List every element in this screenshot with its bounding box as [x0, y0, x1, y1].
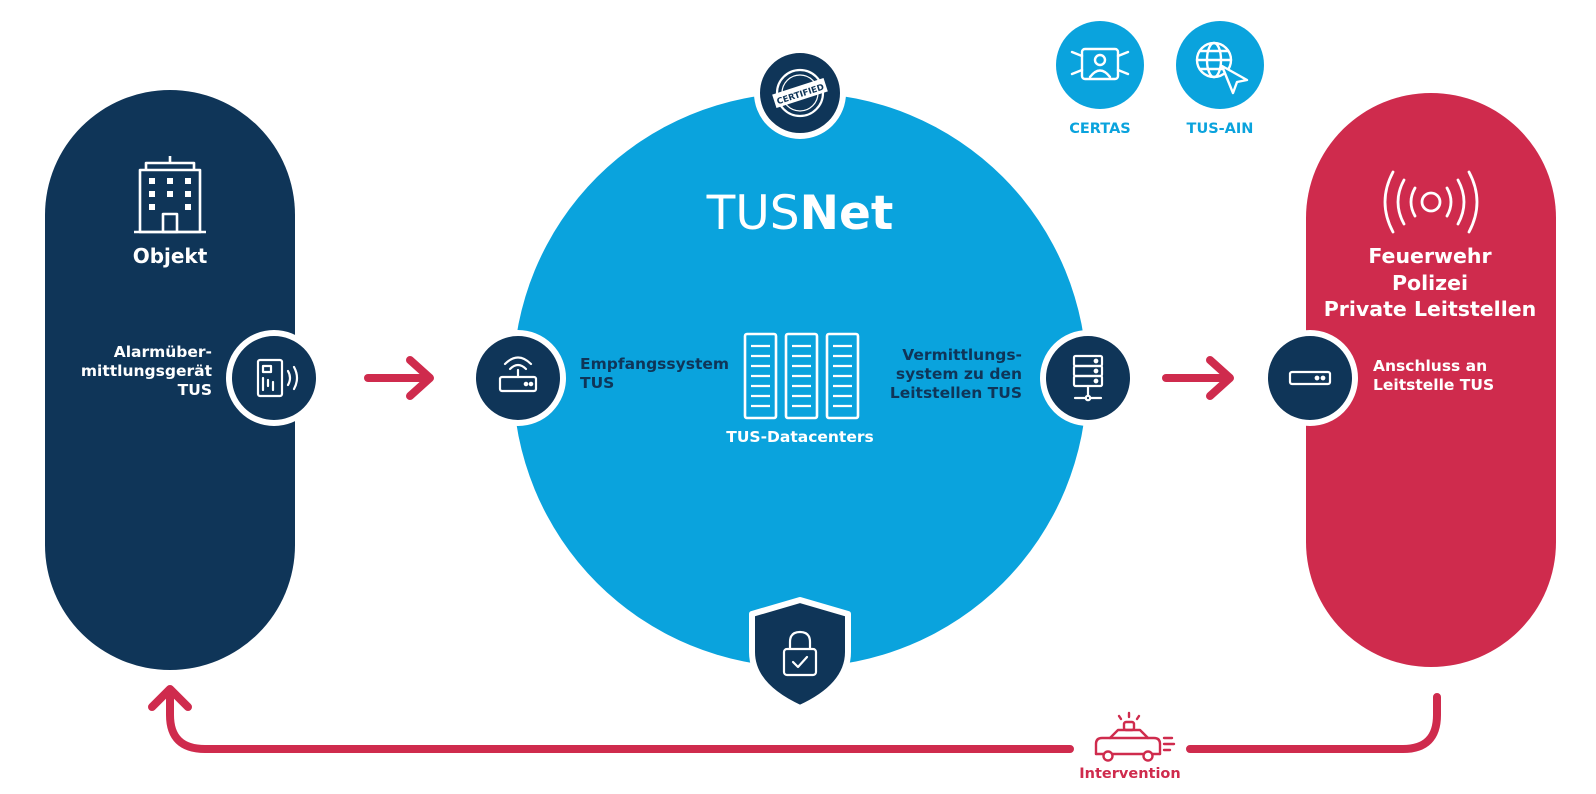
objekt-panel [45, 90, 295, 670]
empfangssystem-label: Empfangssystem TUS [580, 355, 729, 393]
flow-arrow-left [364, 356, 434, 400]
tusnet-circle [513, 93, 1087, 667]
tusnet-title: TUSNet [700, 188, 900, 240]
police-car-icon [1094, 711, 1176, 762]
empfangssystem-label-line: TUS [580, 373, 615, 392]
alarm-device-label: Alarmüber- mittlungsgerät TUS [81, 343, 212, 400]
authority-name: Private Leitstellen [1323, 297, 1537, 322]
connector-device-icon [1288, 370, 1332, 386]
server-icon [1072, 354, 1104, 402]
vermittlungssystem-label-line: Vermittlungs- [902, 346, 1022, 364]
vermittlungssystem-label: Vermittlungs- system zu den Leitstellen … [890, 346, 1022, 403]
certas-label: CERTAS [1069, 121, 1131, 137]
authority-name: Polizei [1391, 270, 1469, 295]
title-part-2: Net [799, 186, 894, 241]
router-icon [498, 356, 538, 393]
vermittlungssystem-node [1040, 330, 1136, 426]
surveillance-icon [1070, 47, 1130, 81]
vermittlungssystem-label-line: Leitstellen TUS [889, 383, 1022, 402]
authorities-label: Feuerwehr Polizei Private Leitstellen [1300, 243, 1560, 323]
objekt-label: Objekt [132, 244, 208, 268]
intervention-label: Intervention [1079, 766, 1181, 782]
title-part-1: TUS [706, 186, 800, 241]
building-icon [134, 156, 206, 234]
alarm-signal-icon [1383, 170, 1479, 234]
leitstelle-connection-label: Anschluss an Leitstelle TUS [1373, 357, 1494, 395]
leitstelle-connection-label-line: Leitstelle TUS [1373, 375, 1495, 394]
datacenter-label: TUS-Datacenters [726, 428, 874, 446]
server-racks-icon [743, 332, 860, 420]
alarm-device-label-line: mittlungsgerät [80, 361, 212, 380]
alarm-device-label-line: Alarmüber- [113, 343, 212, 361]
flow-arrow-right [1162, 356, 1234, 400]
tus-ain-label: TUS-AIN [1186, 121, 1254, 137]
empfangssystem-label-line: Empfangssystem [580, 355, 730, 373]
leitstelle-connection-label-line: Anschluss an [1373, 357, 1488, 375]
vermittlungssystem-label-line: system zu den [895, 364, 1022, 383]
alarm-device-node [226, 330, 322, 426]
shield-lock-icon [749, 597, 851, 711]
authority-name: Feuerwehr [1368, 244, 1492, 268]
leitstelle-connector-node [1262, 330, 1358, 426]
alarm-device-label-line: TUS [177, 380, 212, 399]
authorities-panel [1306, 93, 1556, 667]
intervention-arrow [148, 685, 1441, 753]
globe-cursor-icon [1195, 41, 1249, 95]
alarm-device-icon [256, 358, 299, 398]
